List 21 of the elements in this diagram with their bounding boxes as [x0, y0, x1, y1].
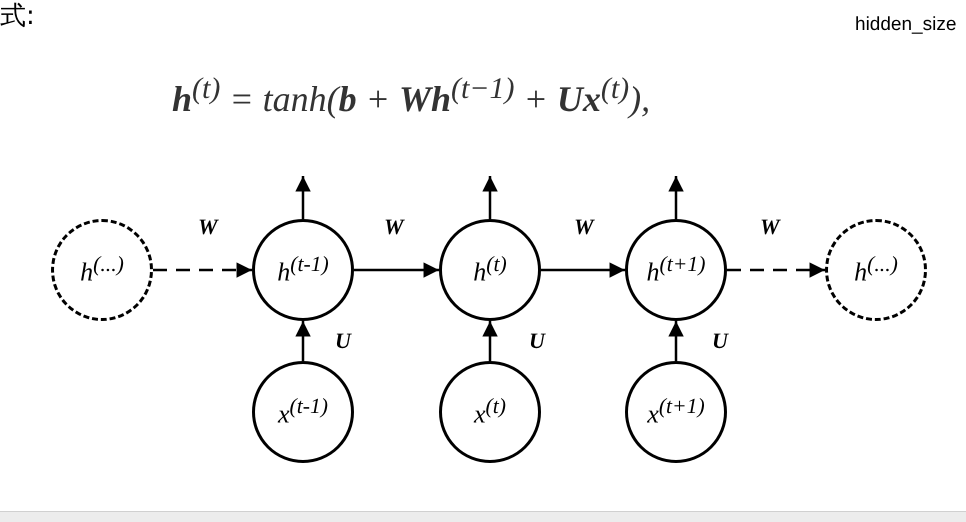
state-circle: h$^{(t)}$ [439, 219, 541, 321]
arrow [295, 321, 311, 361]
formula: h$^{(t)}$ = tanh(b + Wh$^{(t−1)}$ + Ux$^{(t)}$), [172, 72, 650, 120]
state-circle: h$^{(t-1)}$ [252, 219, 354, 321]
input-circle: x$^{(t+1)}$ [625, 361, 727, 463]
arrow [482, 321, 498, 361]
dashed-state-circle: h$^{(...)}$ [51, 219, 153, 321]
arrow [153, 262, 252, 278]
arrow [295, 176, 311, 219]
input-circle: x$^{(t)}$ [439, 361, 541, 463]
state-circle: h$^{(t+1)}$ [625, 219, 727, 321]
arrow [668, 321, 684, 361]
arrow [727, 262, 825, 278]
heading-fragment: 式: [0, 0, 35, 33]
arrow [668, 176, 684, 219]
input-circle: x$^{(t-1)}$ [252, 361, 354, 463]
arrow [354, 262, 439, 278]
arrow [482, 176, 498, 219]
parameter-text: hidden_size [855, 14, 956, 36]
dashed-state-circle: h$^{(...)}$ [825, 219, 927, 321]
arrow [541, 262, 625, 278]
